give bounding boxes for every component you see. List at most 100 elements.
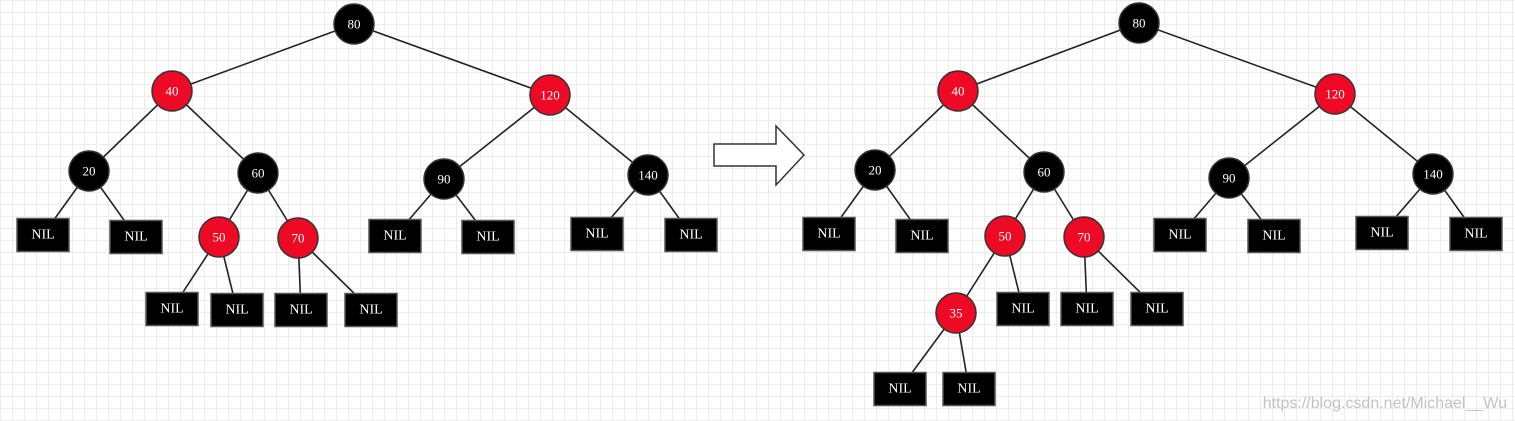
nil-label: NIL	[585, 227, 608, 242]
edge-80-to-120	[1138, 22, 1336, 95]
node-key-label: 90	[438, 172, 451, 187]
nil-leaf: NIL	[664, 217, 718, 253]
black-node-circle	[68, 150, 110, 192]
node-key-label: 35	[950, 306, 963, 321]
red-node-circle	[937, 70, 979, 112]
tree-node-50: 50	[198, 216, 240, 258]
nil-leaf: NIL	[210, 292, 264, 328]
red-node-circle	[1314, 73, 1356, 115]
nil-leaf: NIL	[996, 291, 1050, 327]
nil-box	[145, 291, 199, 327]
nil-label: NIL	[1370, 226, 1393, 241]
tree-node-80: 80	[1118, 2, 1160, 44]
red-node-circle	[198, 216, 240, 258]
nil-label: NIL	[910, 229, 933, 244]
tree-node-20: 20	[854, 149, 896, 191]
tree-node-140: 140	[627, 154, 669, 196]
tree-node-60: 60	[237, 152, 279, 194]
nil-leaf: NIL	[1355, 215, 1409, 251]
nil-label: NIL	[1145, 302, 1168, 317]
black-node-circle	[627, 154, 669, 196]
nil-leaf: NIL	[1449, 216, 1503, 252]
black-node-circle	[1412, 153, 1454, 195]
node-key-label: 80	[348, 17, 361, 32]
node-key-label: 40	[952, 84, 965, 99]
node-key-label: 90	[1223, 171, 1236, 186]
nil-box	[1130, 291, 1184, 327]
tree-node-80: 80	[333, 3, 375, 45]
tree-node-20: 20	[68, 150, 110, 192]
nil-label: NIL	[124, 230, 147, 245]
nil-label: NIL	[817, 227, 840, 242]
nil-leaf: NIL	[16, 217, 70, 253]
nil-box	[1247, 218, 1301, 254]
tree-node-40: 40	[151, 70, 193, 112]
nil-box	[895, 218, 949, 254]
tree-node-90: 90	[1208, 157, 1250, 199]
node-key-label: 120	[540, 88, 560, 103]
nil-leaf: NIL	[145, 291, 199, 327]
nil-label: NIL	[289, 303, 312, 318]
red-node-circle	[529, 74, 571, 116]
edge-80-to-120	[353, 23, 551, 96]
node-key-label: 120	[1325, 87, 1345, 102]
nil-label: NIL	[160, 302, 183, 317]
nil-box	[1060, 291, 1114, 327]
nil-box	[274, 292, 328, 328]
edge-120-to-90	[1228, 93, 1336, 179]
tree-node-60: 60	[1023, 151, 1065, 193]
red-node-circle	[935, 292, 977, 334]
node-key-label: 50	[213, 230, 226, 245]
watermark: https://blog.csdn.net/Michael__Wu	[1262, 395, 1507, 412]
nil-leaf: NIL	[1060, 291, 1114, 327]
nil-label: NIL	[888, 382, 911, 397]
black-node-circle	[1118, 2, 1160, 44]
black-node-circle	[237, 152, 279, 194]
nil-box	[344, 292, 398, 328]
black-node-circle	[1208, 157, 1250, 199]
nil-box	[461, 219, 515, 255]
tree-node-50: 50	[984, 215, 1026, 257]
edge-80-to-40	[171, 23, 355, 92]
node-key-label: 140	[638, 168, 658, 183]
nil-leaf: NIL	[942, 371, 996, 407]
nil-label: NIL	[476, 230, 499, 245]
nil-label: NIL	[31, 228, 54, 243]
nil-leaf: NIL	[895, 218, 949, 254]
nil-leaf: NIL	[1130, 291, 1184, 327]
nil-box	[16, 217, 70, 253]
nil-label: NIL	[679, 228, 702, 243]
tree-node-90: 90	[423, 158, 465, 200]
red-node-circle	[151, 70, 193, 112]
node-key-label: 60	[252, 166, 265, 181]
nil-leaf: NIL	[461, 219, 515, 255]
edge-80-to-40	[957, 22, 1140, 92]
nil-label: NIL	[1011, 302, 1034, 317]
nil-box	[109, 219, 163, 255]
tree-node-70: 70	[1063, 216, 1105, 258]
nil-box	[1355, 215, 1409, 251]
nil-label: NIL	[1262, 229, 1285, 244]
nil-label: NIL	[359, 303, 382, 318]
nil-box	[210, 292, 264, 328]
nil-label: NIL	[1464, 227, 1487, 242]
nil-box	[664, 217, 718, 253]
nil-leaf: NIL	[1247, 218, 1301, 254]
nil-label: NIL	[225, 303, 248, 318]
nil-label: NIL	[383, 229, 406, 244]
edge-120-to-140	[549, 94, 649, 176]
nil-box	[996, 291, 1050, 327]
nil-leaf: NIL	[570, 216, 624, 252]
nil-leaf: NIL	[344, 292, 398, 328]
tree-node-40: 40	[937, 70, 979, 112]
node-key-label: 20	[869, 163, 882, 178]
nil-label: NIL	[1168, 228, 1191, 243]
nil-box	[873, 371, 927, 407]
black-node-circle	[423, 158, 465, 200]
tree-node-120: 120	[1314, 73, 1356, 115]
nil-leaf: NIL	[873, 371, 927, 407]
black-node-circle	[854, 149, 896, 191]
node-key-label: 60	[1038, 165, 1051, 180]
